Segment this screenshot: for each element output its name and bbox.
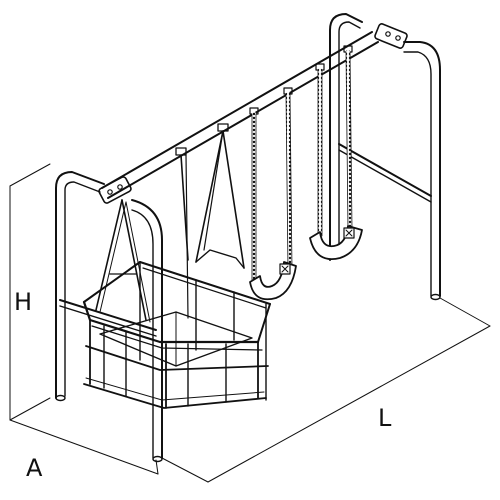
basket-right-rail [257, 303, 271, 343]
height-extension-top [9, 163, 51, 187]
swing-chain [346, 50, 352, 232]
front-frame-left-leg [55, 171, 105, 399]
belt-swing-middle [249, 87, 297, 301]
rear-frame-far-leg [403, 41, 441, 297]
front-frame-left-leg-inner [64, 181, 101, 397]
front-top-clamp [98, 176, 132, 204]
cradle-swing [82, 123, 271, 409]
cradle-rod-pair [125, 201, 151, 323]
top-beam [101, 31, 379, 199]
swing-chain-edge [317, 69, 323, 237]
front-clamp-bolt [107, 189, 113, 195]
rear-frame-crossbar [338, 143, 432, 197]
cradle-rod [121, 199, 147, 321]
rear-clamp-bolt [385, 31, 391, 37]
cradle-rod-strap [195, 249, 245, 269]
basket-mid-rail [85, 345, 269, 371]
depth-dimension-line [9, 419, 159, 475]
top-beam-upper-edge [101, 31, 373, 189]
rear-frame-far-leg-inner [403, 51, 432, 297]
height-extension-bottom [9, 397, 51, 421]
front-frame-right-leg-inner [131, 209, 154, 459]
swing-chain [286, 92, 292, 272]
length-extension-right [439, 297, 491, 327]
front-clamp-bolt [117, 184, 123, 190]
basket-seat [99, 311, 253, 367]
height-label: H [14, 288, 32, 316]
cradle-rod-pair [99, 201, 127, 313]
cradle-rod [185, 154, 189, 319]
dimension-lines [9, 163, 491, 483]
swing-chain-edge [345, 51, 353, 231]
seat-bracket-mark [281, 265, 289, 273]
basket-back-rail-inner [142, 267, 267, 309]
front-frame-foot [152, 455, 163, 463]
swing-chain-edge [251, 113, 257, 281]
length-label: L [378, 404, 392, 432]
basket-left-rail [83, 261, 141, 303]
rear-frame-outer-tube-inner [338, 21, 361, 257]
depth-extension [155, 459, 159, 475]
front-frame-right-leg [131, 199, 163, 459]
front-frame-crossbar [59, 299, 157, 331]
rear-frame-crossbar-inner [338, 149, 432, 203]
cradle-rod [195, 130, 224, 263]
rear-frame-outer-tube [329, 13, 363, 261]
cradle-rod [222, 130, 245, 269]
rear-clamp-bolt [395, 35, 401, 41]
seat-bracket-mark [345, 229, 353, 237]
basket-bottom-rail-inner [85, 377, 265, 401]
top-beam-lower-edge [107, 41, 379, 199]
front-frame [55, 171, 163, 463]
cradle-rod [95, 199, 123, 311]
belt-swing-far [309, 45, 363, 260]
swing-chain-edge [285, 93, 293, 271]
cradle-rod [203, 130, 224, 251]
rear-frame-foot [430, 293, 441, 301]
basket-front-rail [82, 300, 260, 344]
rear-frame [329, 13, 441, 301]
rear-top-clamp [374, 23, 408, 49]
length-dimension-line [207, 325, 491, 483]
length-extension-left [161, 457, 209, 483]
front-frame-crossbar-inner [59, 305, 157, 337]
depth-label: A [26, 454, 43, 482]
front-frame-foot [55, 394, 66, 402]
basket-bottom-rail [83, 383, 267, 409]
